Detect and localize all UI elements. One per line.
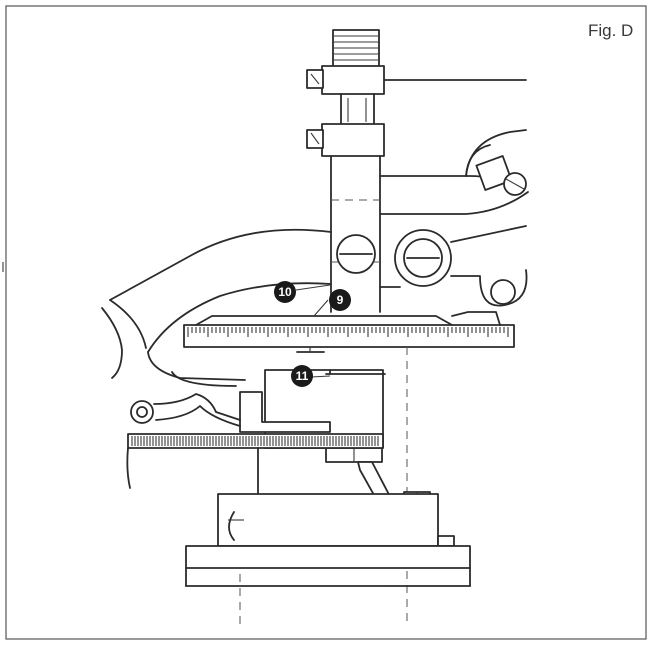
- leader-9: [313, 299, 329, 317]
- adjuster-knob: [332, 29, 380, 69]
- left-wrench: [101, 228, 332, 387]
- svg-text:9: 9: [337, 293, 344, 307]
- rack-teeth: [131, 436, 379, 446]
- l-bracket: [239, 391, 331, 433]
- pivot-nut: [394, 229, 452, 287]
- callout-10: 10: [274, 281, 296, 303]
- svg-text:10: 10: [278, 285, 292, 299]
- lower-ring: [130, 393, 241, 427]
- right-lever: [379, 225, 528, 307]
- spindle-shaft: [340, 93, 375, 127]
- leader-10: [295, 284, 331, 291]
- lower-collar: [306, 123, 385, 157]
- lower-rack: [126, 433, 384, 489]
- base-block: [217, 493, 455, 547]
- figure-frame: [5, 5, 647, 640]
- plate-marker: [296, 347, 325, 353]
- upper-collar: [306, 65, 527, 95]
- svg-text:11: 11: [296, 369, 309, 383]
- base-plate: [185, 545, 471, 587]
- spindle-body: [330, 155, 381, 313]
- graduated-plate: [183, 311, 515, 348]
- callout-9: 9: [329, 289, 351, 311]
- clamp-screw: [336, 234, 376, 274]
- callout-11: 11: [291, 365, 313, 387]
- leader-11: [310, 375, 331, 378]
- plate-scale-ticks: [187, 327, 509, 337]
- upper-right-arm: [379, 129, 529, 215]
- figure-label: Fig. D: [588, 21, 633, 40]
